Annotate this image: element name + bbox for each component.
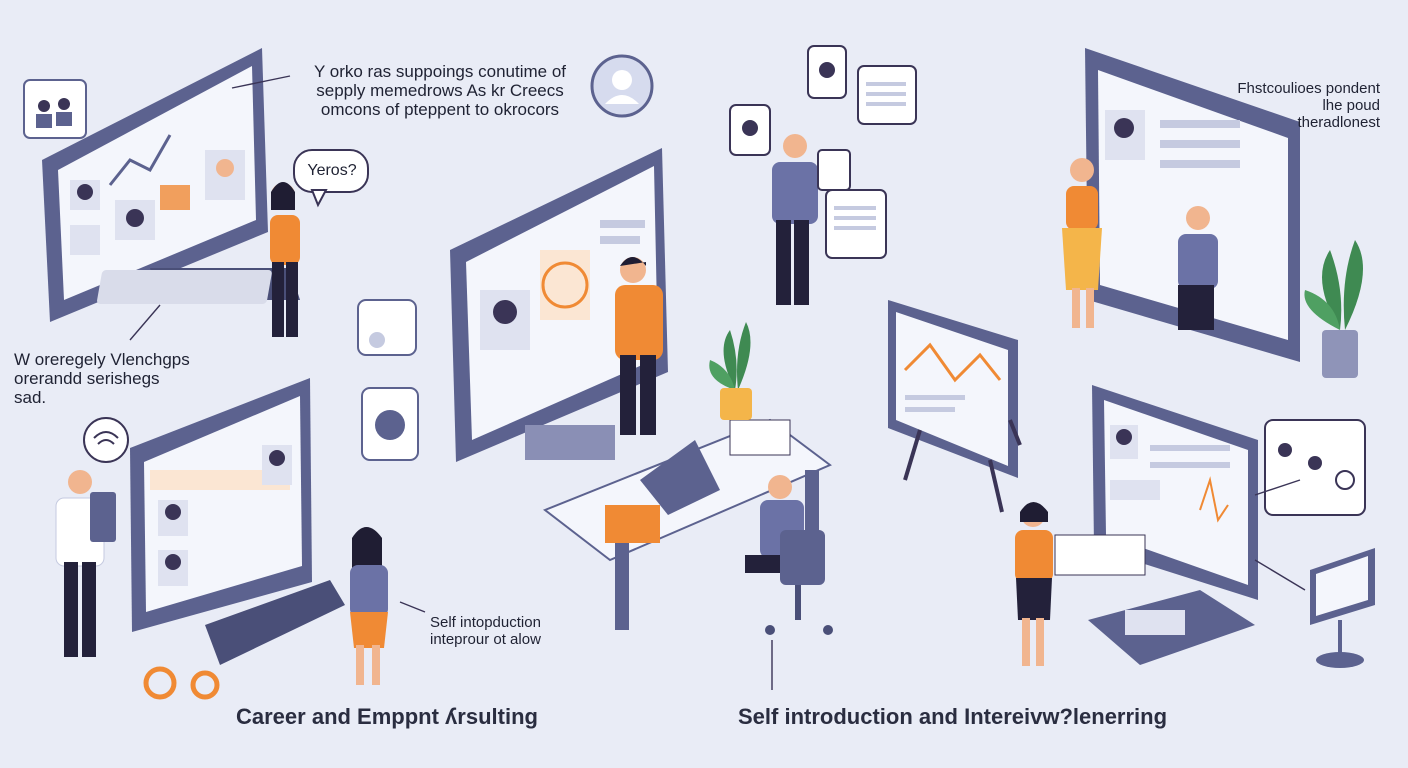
note-top-right-line-3: theradlonest — [1297, 114, 1380, 131]
note-top-right-line-2: lhe poud — [1322, 97, 1380, 114]
man-blue-top-center — [772, 134, 818, 305]
note-bottom-center-line-2: inteprour ot alow — [430, 631, 541, 648]
potted-plant-right — [1304, 240, 1363, 378]
note-bottom-center-line-1: Self intopduction — [430, 614, 541, 631]
woman-orange-bottom-right — [1015, 502, 1146, 666]
monitor-top-right — [1085, 48, 1300, 362]
man-white-shirt-left — [55, 470, 116, 657]
monitor-bottom-left — [130, 378, 345, 665]
wifi-badge-icon — [83, 417, 129, 463]
chat-cards-top-center — [729, 45, 917, 259]
gear-icon — [143, 666, 220, 700]
note-left-mid-line-2: orerandd serishegs — [14, 369, 160, 388]
note-top-center-line-3: omcons of pteppent to okrocors — [320, 100, 560, 119]
speech-bubble-text: Yeros? — [307, 162, 357, 179]
caption-right: Self introduction and Intereivw?lenerrin… — [738, 704, 1168, 729]
note-bottom-center: Self intopduction inteprour ot alow — [430, 614, 600, 648]
potted-plant-center — [709, 322, 752, 420]
monitor-center — [450, 148, 668, 462]
video-call-card — [1264, 419, 1366, 516]
monitor-bottom-right — [1088, 385, 1258, 665]
woman-blue-bottom-left — [350, 527, 388, 685]
note-top-center-line-2: sepply memedrows As kr Creecs — [316, 81, 564, 100]
note-left-mid-line-1: W oreregely Vlenchgps — [14, 350, 190, 369]
note-top-center: Y orko ras suppoings conutime of sepply … — [300, 62, 580, 119]
connector-lines — [129, 75, 1306, 690]
note-top-right-line-1: Fhstcoulioes pondent — [1237, 80, 1380, 97]
speech-bubble-yeros — [293, 149, 369, 208]
monitor-top-left — [42, 48, 300, 322]
woman-navy-top-right — [1178, 206, 1218, 330]
floating-card-profile — [357, 299, 419, 461]
note-top-right: Fhstcoulioes pondent lhe poud theradlone… — [1200, 80, 1380, 131]
desk-center — [542, 418, 832, 630]
woman-orange-top-left — [270, 182, 300, 337]
note-top-center-line-1: Y orko ras suppoings conutime of — [314, 62, 566, 81]
sign-stand-right — [1310, 548, 1375, 668]
caption-left: Career and Emppnt ʎrsulting — [236, 704, 538, 729]
profile-circle-icon — [590, 54, 654, 118]
presentation-easel — [888, 300, 1022, 513]
man-orange-center — [615, 257, 663, 435]
man-seated-desk — [745, 475, 833, 635]
avatar-card-top-left — [23, 79, 87, 139]
woman-orange-top-right — [1062, 158, 1102, 328]
note-left-mid: W oreregely Vlenchgps orerandd serishegs… — [14, 350, 214, 407]
note-left-mid-line-3: sad. — [14, 388, 47, 407]
